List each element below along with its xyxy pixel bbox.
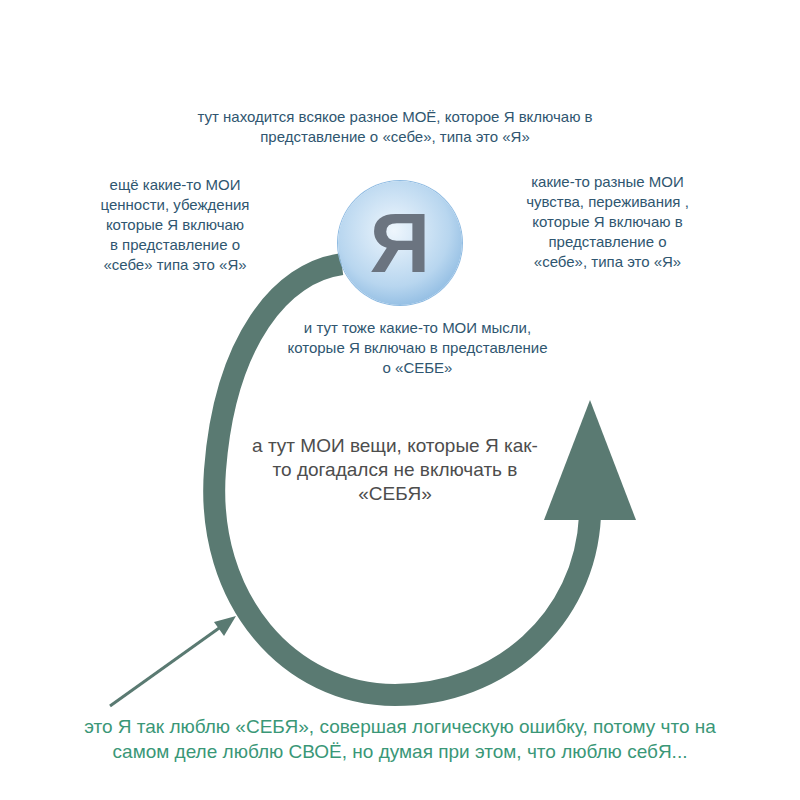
cloud-text: ещё какие-то МОИ ценности, убеждения кот… (100, 175, 250, 275)
arrow-head (544, 400, 636, 520)
leader-line (110, 626, 222, 706)
cloud-region: тут находится всякое разное МОЁ, которое… (60, 85, 730, 400)
blob-text: а тут МОИ вещи, которые Я как-то догадал… (250, 434, 540, 506)
leader-head (214, 616, 236, 636)
cloud-text: тут находится всякое разное МОЁ, которое… (195, 107, 595, 147)
self-letter: Я (338, 195, 462, 292)
cloud-text: и тут тоже какие-то МОИ мысли, которые Я… (285, 318, 550, 378)
cloud-text: какие-то разные МОИ чувства, переживания… (520, 172, 695, 272)
caption: это Я так люблю «СЕБЯ», совершая логичес… (60, 714, 740, 764)
excluded-blob: а тут МОИ вещи, которые Я как-то догадал… (225, 415, 565, 525)
self-circle: Я (338, 181, 462, 305)
loop-arrow (214, 264, 590, 695)
